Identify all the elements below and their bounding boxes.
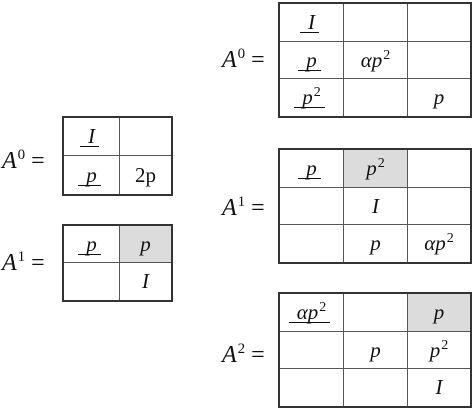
cell-text: p (370, 337, 381, 362)
matrix-cell (64, 263, 120, 300)
cell-text: I (80, 124, 99, 148)
matrix-cell: p2 (344, 150, 408, 188)
matrix-cell (408, 188, 470, 225)
matrix-cell (344, 369, 408, 406)
matrix-cell: p (64, 226, 120, 263)
cell-text: I (435, 375, 443, 399)
matrix-cell (280, 188, 344, 225)
cell-text: αp2 (424, 231, 454, 255)
matrix-cell: I (408, 369, 470, 406)
matrix-cell: αp2 (280, 294, 344, 332)
matrix-cell: p (344, 332, 408, 369)
cell-text: I (372, 193, 379, 218)
matrix-label: A1= (2, 249, 45, 276)
matrix-cell (280, 225, 344, 262)
cell-text: p (78, 231, 101, 256)
matrix-cell (280, 369, 344, 406)
matrix-cell: 2p (120, 156, 171, 194)
cell-text: p (78, 162, 101, 187)
matrix-cell: p (408, 79, 470, 116)
matrix-cell (344, 79, 408, 116)
matrix-cell: I (344, 188, 408, 225)
matrix-cell (280, 332, 344, 369)
cell-text: αp2 (360, 47, 391, 72)
matrix-cell (120, 118, 171, 156)
cell-text: p (298, 156, 321, 180)
matrix-cell: I (120, 263, 171, 300)
matrix-cell: p2 (280, 79, 344, 116)
matrix-cell: p2 (408, 332, 470, 369)
matrix-cell (344, 4, 408, 42)
cell-text: p2 (366, 156, 385, 180)
cell-text: p (370, 231, 381, 255)
cell-text: αp2 (288, 300, 330, 324)
matrix-cell (408, 150, 470, 188)
matrix-cell: p (344, 225, 408, 262)
matrix-label: A0= (2, 147, 45, 174)
matrix-cell: p (408, 294, 470, 332)
matrix-cell: αp2 (344, 42, 408, 79)
matrix-cell (344, 294, 408, 332)
matrix-cell: p (280, 42, 344, 79)
cell-text: p (433, 300, 445, 324)
cell-text: p (140, 231, 151, 256)
cell-text: p (433, 85, 445, 109)
matrix-cell: p (120, 226, 171, 263)
matrix-cell: p (280, 150, 344, 188)
matrix-cell (408, 42, 470, 79)
matrix-label: A1= (222, 194, 265, 221)
cell-text: 2p (135, 162, 156, 187)
matrix-label: A2= (222, 341, 265, 368)
matrix-cell: I (280, 4, 344, 42)
cell-text: I (300, 10, 319, 34)
matrix-cell: αp2 (408, 225, 470, 262)
matrix-cell: I (64, 118, 120, 156)
cell-text: p2 (294, 85, 325, 109)
matrix-cell (408, 4, 470, 42)
cell-text: p (298, 47, 321, 72)
matrix-cell: p (64, 156, 120, 194)
cell-text: I (142, 269, 149, 293)
matrix-label: A0= (222, 46, 265, 73)
cell-text: p2 (429, 337, 449, 362)
